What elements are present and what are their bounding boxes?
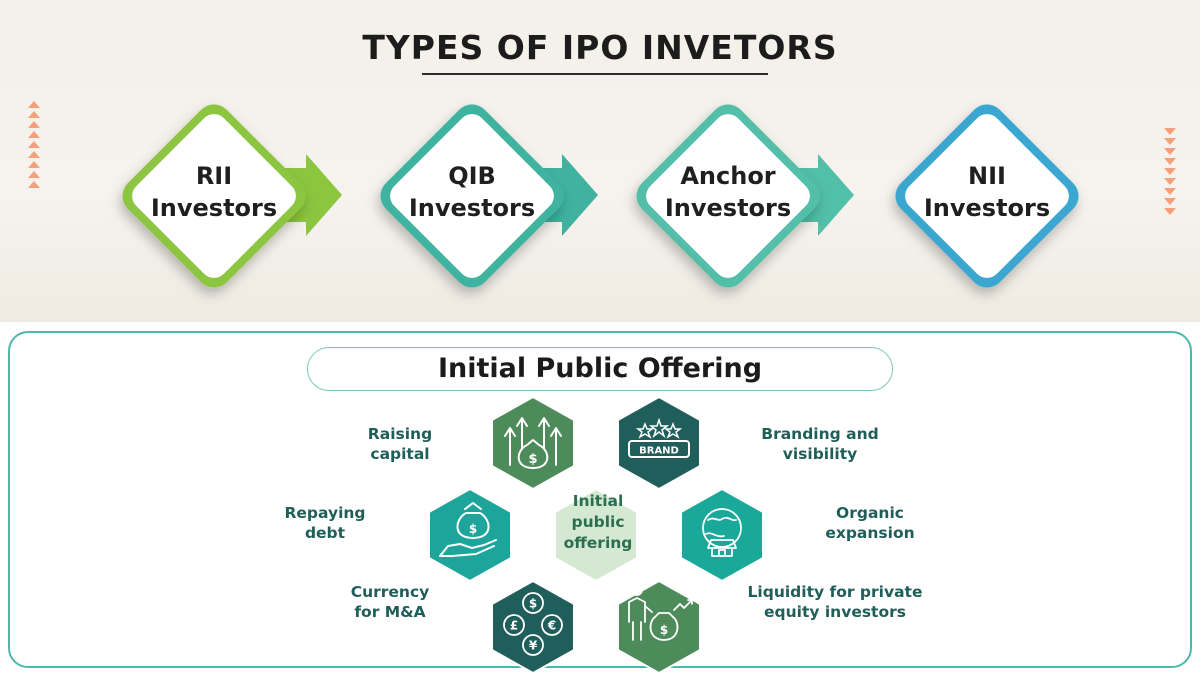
organic-expansion-label: Organic expansion [825, 504, 915, 542]
globe-storefront-icon [702, 508, 742, 557]
raising-capital-label: Raising capital [367, 425, 433, 463]
anchor-diamond [636, 104, 854, 288]
currency-ma-label: Currency for M&A [350, 583, 430, 621]
anchor-diamond-face [646, 114, 810, 278]
investor-types-section: TYPES OF IPO INVETORS [0, 0, 1200, 322]
qib-diamond [380, 104, 598, 288]
qib-label: QIB Investors [408, 162, 536, 222]
liquidity-label: Liquidity for private equity investors [747, 583, 923, 621]
svg-text:¥: ¥ [529, 639, 538, 653]
anchor-label: Anchor Investors [664, 162, 792, 222]
investor-flow-diagram [122, 104, 1079, 288]
nii-diamond [895, 104, 1079, 288]
left-decorative-triangles [28, 101, 40, 188]
svg-text:£: £ [510, 619, 518, 633]
right-decorative-triangles [1164, 128, 1176, 215]
repaying-debt-hexagon: $ [428, 487, 512, 583]
currency-ma-hexagon: $ £ € ¥ [491, 579, 575, 675]
brand-stars-icon: BRAND [628, 417, 690, 458]
money-bag-growth-icon: $ [504, 417, 562, 469]
repaying-debt-label: Repaying debt [284, 504, 366, 542]
svg-text:€: € [547, 619, 556, 633]
liquidity-hexagon: $ [617, 579, 701, 675]
branding-visibility-label: Branding and visibility [761, 425, 879, 463]
page-title: TYPES OF IPO INVETORS [362, 28, 838, 67]
rii-diamond-face [132, 114, 296, 278]
qib-diamond-face [390, 114, 554, 278]
branding-visibility-hexagon: BRAND [617, 395, 701, 491]
initial-public-offering-hexagon [554, 487, 638, 583]
organic-expansion-hexagon [680, 487, 764, 583]
currency-exchange-icon: $ £ € ¥ [503, 592, 563, 656]
rii-diamond [122, 104, 342, 288]
svg-text:$: $ [529, 597, 537, 611]
nii-label: NII Investors [923, 162, 1051, 222]
ipo-title-pill: Initial Public Offering [307, 347, 893, 391]
title-underline [422, 73, 768, 75]
center-hexagon-label: Initial public offering [563, 492, 633, 552]
rii-label: RII Investors [150, 162, 278, 222]
nii-diamond-face [905, 114, 1069, 278]
svg-text:$: $ [469, 522, 477, 536]
svg-text:$: $ [660, 623, 668, 637]
raising-capital-hexagon: $ [491, 395, 575, 491]
hand-money-bag-icon: $ [439, 502, 497, 557]
svg-text:$: $ [528, 452, 537, 467]
investor-growth-icon: $ [628, 584, 693, 641]
svg-text:BRAND: BRAND [639, 446, 679, 457]
